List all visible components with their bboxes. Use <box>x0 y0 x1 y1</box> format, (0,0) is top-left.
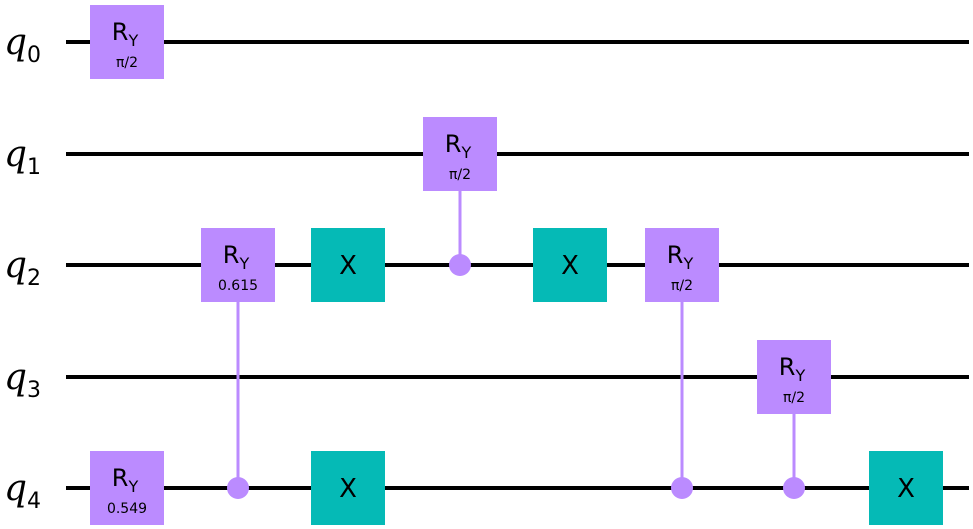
control-connections <box>227 154 805 499</box>
gate-label-main: R <box>223 241 240 269</box>
qubit-label-name: q <box>4 468 27 509</box>
gate-label-sub: Y <box>238 254 249 273</box>
gate-label-sub: Y <box>794 366 805 385</box>
gate-label-sub: Y <box>127 31 138 50</box>
qubit-label-index: 4 <box>27 489 41 514</box>
qubit-label-name: q <box>4 357 27 398</box>
gate-box <box>645 228 719 302</box>
qubit-label-name: q <box>4 134 27 175</box>
gate-label-main: R <box>667 241 684 269</box>
x-gate: X <box>311 451 385 525</box>
ry-gate: RY 0.549 <box>90 451 164 525</box>
gate-label-main: R <box>779 353 796 381</box>
gate-label: RY <box>112 18 139 50</box>
gate-param: π/2 <box>671 278 693 294</box>
gate-label: X <box>339 474 357 504</box>
control-dot <box>227 477 249 499</box>
gate-param: 0.615 <box>218 278 258 294</box>
x-gate: X <box>311 228 385 302</box>
qubit-label-name: q <box>4 245 27 286</box>
x-gate: X <box>533 228 607 302</box>
control-dot <box>449 254 471 276</box>
gate-label: X <box>897 474 915 504</box>
gate-box <box>311 451 385 525</box>
qubit-label-3: q3 <box>4 357 41 403</box>
gate-label-sub: Y <box>460 143 471 162</box>
gate-box <box>90 451 164 525</box>
qubit-label-4: q4 <box>4 468 41 514</box>
gate-label: RY <box>779 353 806 385</box>
gate-label: X <box>561 251 579 281</box>
ry-gate: RYπ/2 <box>90 5 164 79</box>
gate-param: π/2 <box>783 390 805 406</box>
gate-label: RY <box>112 464 139 496</box>
control-dot <box>783 477 805 499</box>
x-gate: X <box>869 451 943 525</box>
gate-box <box>423 117 497 191</box>
gate-param: π/2 <box>116 55 138 71</box>
gate-label-sub: Y <box>127 477 138 496</box>
gate-box <box>201 228 275 302</box>
qubit-label-index: 3 <box>27 378 41 403</box>
controlled-ry-gate: RY 0.615 <box>201 228 275 302</box>
controlled-ry-gate: RYπ/2 <box>645 228 719 302</box>
gate-box <box>311 228 385 302</box>
gate-label-main: R <box>112 18 129 46</box>
qubit-label-2: q2 <box>4 245 41 291</box>
gate-label-main: R <box>112 464 129 492</box>
gate-box <box>533 228 607 302</box>
qubit-label-index: 2 <box>27 266 41 291</box>
gate-param: π/2 <box>449 167 471 183</box>
gate-label: RY <box>223 241 250 273</box>
gate-param: 0.549 <box>107 501 147 517</box>
qubit-label-1: q1 <box>4 134 41 180</box>
qubit-label-index: 0 <box>27 43 41 68</box>
controlled-ry-gate: RYπ/2 <box>423 117 497 191</box>
gate-box <box>869 451 943 525</box>
gate-box <box>757 340 831 414</box>
gate-box <box>90 5 164 79</box>
qubit-label-index: 1 <box>27 155 41 180</box>
gate-label: X <box>339 251 357 281</box>
qubit-label-name: q <box>4 22 27 63</box>
gate-label-main: R <box>445 130 462 158</box>
qubit-label-0: q0 <box>4 22 41 68</box>
gate-label-sub: Y <box>682 254 693 273</box>
gate-label: RY <box>667 241 694 273</box>
gate-label: RY <box>445 130 472 162</box>
control-dot <box>671 477 693 499</box>
controlled-ry-gate: RYπ/2 <box>757 340 831 414</box>
